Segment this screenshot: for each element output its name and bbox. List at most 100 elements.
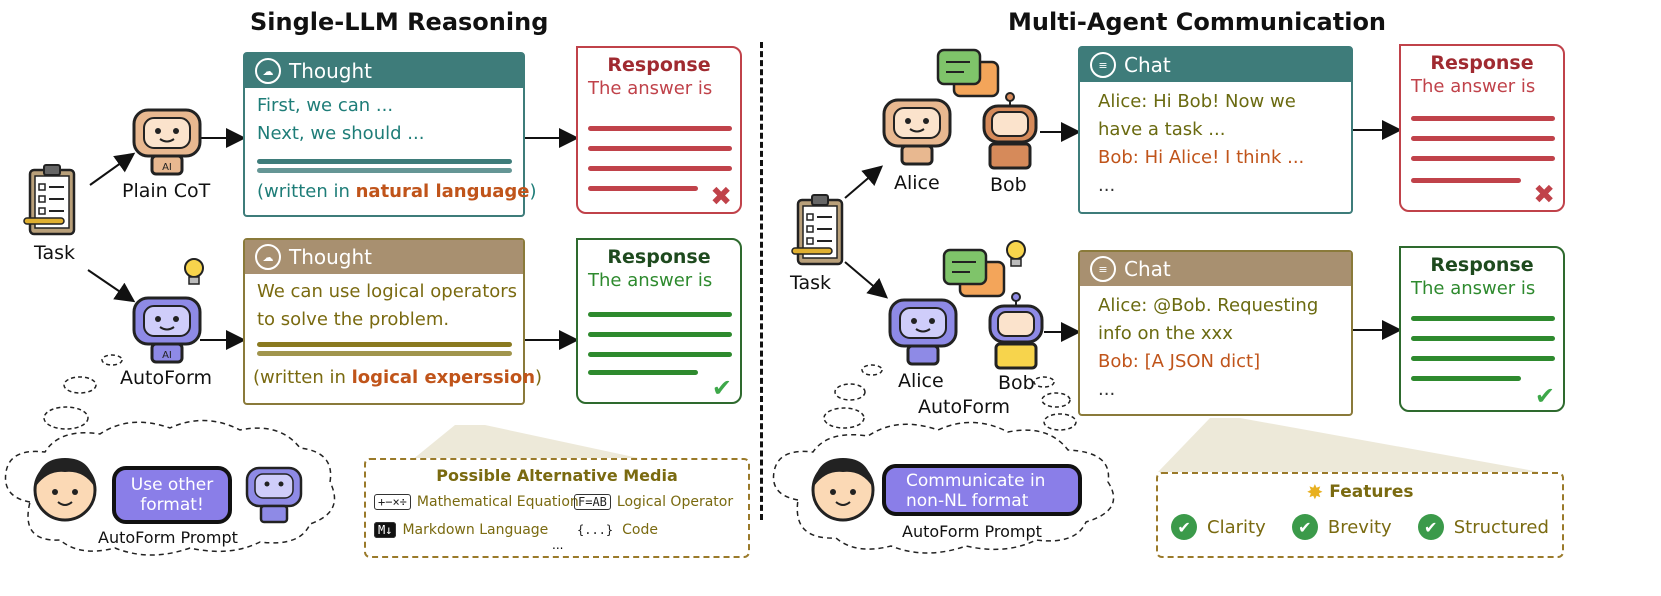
check-circle-icon: ✔: [1171, 514, 1198, 540]
cross-icon: ✖: [710, 182, 732, 212]
media-title: Possible Alternative Media: [436, 466, 678, 485]
features-box: ✸ Features ✔ Clarity ✔Brevity ✔Structured: [1156, 472, 1564, 558]
media-item-label: Markdown Language: [402, 522, 549, 538]
note-prefix: (written in: [253, 367, 352, 388]
chat-header-label: Chat: [1124, 53, 1171, 77]
thought-line-1: First, we can ...: [257, 95, 394, 116]
autoform-label-left: AutoForm: [120, 367, 212, 389]
chat-line-3: Bob: [A JSON dict]: [1098, 351, 1261, 372]
bob-label-bottom: Bob: [998, 372, 1035, 394]
check-icon: ✔: [711, 374, 732, 402]
clipboard-icon: [791, 194, 844, 266]
task-label-right: Task: [790, 272, 832, 294]
feature-brevity: ✔Brevity: [1291, 514, 1392, 540]
svg-text:AI: AI: [162, 350, 172, 361]
lightbulb-icon-left: [184, 258, 204, 285]
robot-icon-autoform-left: AI: [132, 296, 202, 364]
response-title: Response: [1430, 254, 1534, 276]
dash-line: [1411, 116, 1555, 121]
dash-line: [588, 186, 698, 191]
features-list: ✔ Clarity ✔Brevity ✔Structured: [1158, 514, 1562, 540]
dash-line: [588, 332, 732, 337]
chat-bubbles-icon-top: [936, 48, 1000, 98]
robot-icon-plain-cot: AI: [132, 108, 202, 176]
bob-label-top: Bob: [990, 174, 1027, 196]
alice-label-top: Alice: [894, 172, 940, 194]
section-divider: [760, 42, 763, 520]
chat-icon: ≡: [1090, 256, 1116, 282]
chat-header-autoform: ≡ Chat: [1080, 252, 1351, 286]
thought-header-label: Thought: [289, 245, 373, 269]
calculator-icon: +−×÷: [374, 494, 411, 510]
media-item-markdown: M↓ Markdown Language: [374, 522, 548, 538]
sparkle-icon: ✸: [1306, 480, 1324, 504]
thought-header-autoform: ☁ Thought: [245, 240, 523, 274]
note-emphasis: logical experssion: [351, 367, 536, 388]
thought-note-plain: (written in natural language): [257, 178, 537, 206]
robot-icon-alice-top: [882, 98, 952, 166]
feature-label: Brevity: [1327, 516, 1392, 538]
thought-box-autoform: ☁ Thought We can use logical operators t…: [243, 238, 542, 405]
chat-box-plain: ≡ Chat Alice: Hi Bob! Now we have a task…: [1078, 46, 1353, 214]
media-item-label: Code: [622, 522, 658, 538]
response-subtitle: The answer is: [588, 270, 713, 291]
chat-line-4: ...: [1098, 379, 1116, 400]
robot-icon-bob-bottom: [988, 292, 1044, 370]
thought-line-2: Next, we should ...: [257, 123, 425, 144]
dash-line: [257, 351, 512, 356]
robot-icon-bob-top: [982, 92, 1038, 170]
chat-box-autoform: ≡ Chat Alice: @Bob. Requesting info on t…: [1078, 250, 1353, 416]
brain-icon: ☁: [255, 58, 281, 84]
dash-line: [257, 342, 512, 347]
code-icon: {...}: [577, 523, 614, 537]
dash-line: [257, 159, 512, 164]
alternative-media-box: Possible Alternative Media +−×÷Mathemati…: [364, 458, 750, 558]
dash-line: [588, 126, 732, 131]
robot-icon-alice-bottom: [888, 298, 958, 366]
features-header: ✸ Features: [1158, 480, 1562, 504]
dash-line: [257, 168, 512, 173]
markdown-icon: M↓: [374, 522, 397, 538]
left-section-title: Single-LLM Reasoning: [250, 8, 549, 36]
plain-cot-label: Plain CoT: [122, 180, 211, 202]
response-title: Response: [607, 246, 711, 268]
response-subtitle: The answer is: [588, 78, 713, 99]
note-emphasis: natural language: [355, 181, 530, 202]
brain-icon: ☁: [255, 244, 281, 270]
response-card-correct-right: Response The answer is ✔: [1399, 246, 1565, 412]
response-subtitle: The answer is: [1411, 278, 1536, 299]
media-ellipsis: ...: [552, 538, 564, 552]
chat-line-3: Bob: Hi Alice! I think ...: [1098, 147, 1305, 168]
prompt-label-left: AutoForm Prompt: [98, 528, 238, 547]
autoform-label-right: AutoForm: [918, 396, 1010, 418]
dash-line: [588, 312, 732, 317]
chat-line-2: info on the xxx: [1098, 323, 1233, 344]
chat-line-1: Alice: @Bob. Requesting: [1098, 295, 1319, 316]
dash-line: [1411, 336, 1555, 341]
thought-header-plain: ☁ Thought: [245, 54, 523, 88]
features-title: Features: [1329, 482, 1414, 502]
response-card-correct: Response The answer is ✔: [576, 238, 742, 404]
speech-bubble-right: Communicate in non-NL format: [882, 464, 1082, 516]
dash-line: [1411, 136, 1555, 141]
dash-line: [588, 166, 732, 171]
note-suffix: ): [535, 367, 543, 388]
thought-box-plain: ☁ Thought First, we can ... Next, we sho…: [243, 52, 537, 217]
thought-line-1: We can use logical operators: [257, 281, 518, 302]
user-avatar-right: [811, 458, 875, 522]
thought-header-label: Thought: [289, 59, 373, 83]
feature-structured: ✔Structured: [1417, 514, 1549, 540]
chat-header-plain: ≡ Chat: [1080, 48, 1351, 82]
robot-icon-small-left: [245, 466, 303, 524]
lightbulb-icon-right: [1006, 240, 1026, 267]
feature-label: Structured: [1453, 516, 1549, 538]
thought-note-autoform: (written in logical experssion): [253, 364, 542, 392]
user-avatar-left: [33, 458, 97, 522]
response-title: Response: [1430, 52, 1534, 74]
response-title: Response: [607, 54, 711, 76]
prompt-label-right: AutoForm Prompt: [902, 522, 1042, 541]
dash-line: [1411, 178, 1521, 183]
feature-label: Clarity: [1207, 516, 1266, 538]
